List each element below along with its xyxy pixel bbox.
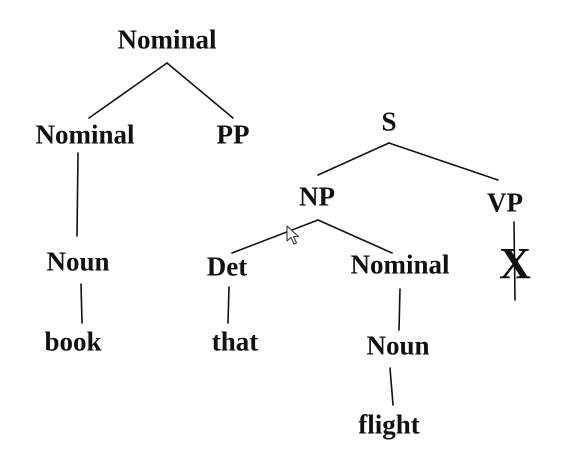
node-nominal: Nominal xyxy=(35,119,135,150)
vp-cross-mark: X xyxy=(499,239,531,288)
edge-det-to-that xyxy=(227,286,230,324)
edge-np-to-nominal xyxy=(317,219,393,254)
leaf-flight: flight xyxy=(358,409,420,440)
leaf-that: that xyxy=(211,326,259,357)
node-s: S xyxy=(381,106,397,137)
edge-np-to-det xyxy=(231,219,319,254)
edge-noun-to-flight xyxy=(389,367,394,406)
edge-nominal-root-to-pp xyxy=(166,62,234,119)
node-vp: VP xyxy=(487,187,523,218)
edge-s-to-vp xyxy=(388,142,499,181)
edge-vp-to-cut xyxy=(513,221,516,301)
edge-nominal-to-noun-b xyxy=(398,288,401,331)
node-nominal-root: Nominal xyxy=(117,24,217,55)
edge-nominal-to-noun xyxy=(76,152,79,237)
node-det: Det xyxy=(206,251,248,282)
node-pp: PP xyxy=(216,119,250,150)
edge-s-to-np xyxy=(317,142,390,176)
node-noun-b: Noun xyxy=(366,330,430,361)
edge-nominal-root-to-nominal xyxy=(88,62,168,119)
node-np: NP xyxy=(299,181,335,212)
mouse-pointer-icon xyxy=(286,225,300,245)
leaf-book: book xyxy=(44,326,102,357)
edge-noun-to-book xyxy=(80,283,83,324)
node-nominal-b: Nominal xyxy=(350,249,450,280)
node-noun: Noun xyxy=(46,246,110,277)
